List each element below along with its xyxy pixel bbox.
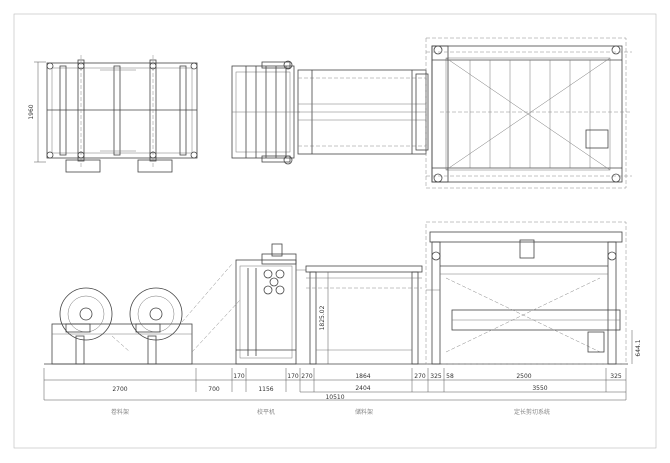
side-view-shear-stacker: 644.1 <box>425 221 642 365</box>
side-view-decoiler <box>51 263 241 365</box>
top-view-shear-stacker <box>425 37 632 189</box>
dimension-chain: 2700 700 170 1156 170 270 1864 270 325 5… <box>43 368 627 401</box>
dim-325-a: 325 <box>430 373 442 380</box>
section-label-leveler: 校平机 <box>257 408 275 416</box>
dim-1825-label: 1825.02 <box>319 305 326 330</box>
top-view-decoiler <box>46 55 198 173</box>
dim-1864: 1864 <box>355 373 370 380</box>
dim-2500: 2500 <box>516 373 531 380</box>
dim-700: 700 <box>208 386 220 393</box>
side-view-storage: 1825.02 <box>305 265 423 365</box>
section-label-storage: 储料架 <box>355 408 373 416</box>
dim-2404: 2404 <box>355 385 370 392</box>
dim-58: 58 <box>446 373 454 380</box>
top-view-leveler <box>231 60 300 165</box>
dim-170-a: 170 <box>233 373 245 380</box>
dim-170-b: 170 <box>287 373 299 380</box>
dim-total-10510: 10510 <box>325 394 344 401</box>
top-view-storage <box>297 69 429 155</box>
dim-270-b: 270 <box>414 373 426 380</box>
dim-2700: 2700 <box>112 386 127 393</box>
dim-325-b: 325 <box>610 373 622 380</box>
section-label-decoiler: 卷料架 <box>111 408 129 416</box>
dimension-1960: 1960 <box>28 61 46 163</box>
section-label-shear: 定长剪切系统 <box>514 408 550 416</box>
dim-644-label: 644.1 <box>635 339 642 356</box>
dim-270-a: 270 <box>301 373 313 380</box>
dim-1156: 1156 <box>258 386 273 393</box>
dim-height-label: 1960 <box>28 104 35 119</box>
side-view-leveler <box>235 243 306 365</box>
sheet-border <box>13 13 657 449</box>
section-labels: 卷料架 校平机 储料架 定长剪切系统 <box>111 408 550 416</box>
dim-3550: 3550 <box>532 385 547 392</box>
